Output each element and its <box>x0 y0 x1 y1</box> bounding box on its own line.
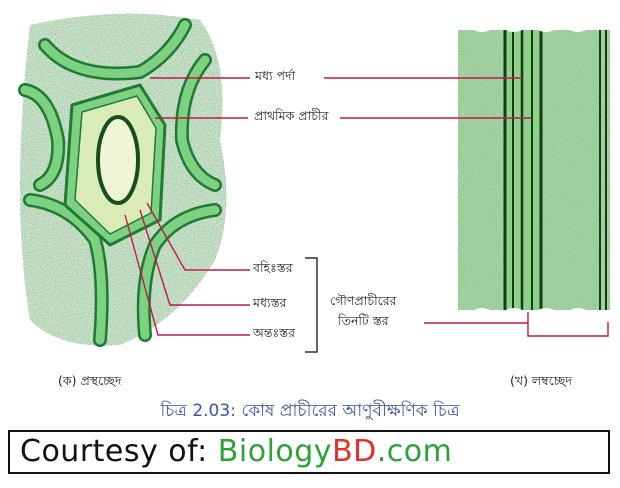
figure-caption: চিত্র 2.03: কোষ প্রাচীরের আণুবীক্ষণিক চি… <box>0 398 620 426</box>
label-secondary-wall-line2: তিনটি স্তর <box>338 315 389 328</box>
label-inner-layer: অন্তঃস্তর <box>253 327 295 340</box>
longitudinal-section <box>450 24 610 316</box>
brand-domain: .com <box>377 434 453 469</box>
lumen <box>98 117 138 203</box>
label-cross-section: (ক) প্রস্থচ্ছেদ <box>58 375 122 388</box>
label-secondary-wall-line1: গৌণপ্রাচীরের <box>330 295 396 308</box>
courtesy-banner: Courtesy of: BiologyBD.com <box>8 430 610 474</box>
label-middle-lamella: মধ্য পর্দা <box>255 70 295 83</box>
brand-bd: BD <box>332 434 377 469</box>
layer-bracket <box>305 258 317 352</box>
cross-section <box>20 14 226 346</box>
brand-biology: Biology <box>218 434 332 469</box>
label-primary-wall: প্রাথমিক প্রাচীর <box>254 110 328 123</box>
label-middle-layer: মধ্যস্তর <box>253 297 286 310</box>
label-longitudinal-section: (খ) লম্বচ্ছেদ <box>510 375 572 388</box>
courtesy-prefix: Courtesy of: <box>20 434 208 469</box>
label-outer-layer: বহিঃস্তর <box>253 262 293 275</box>
